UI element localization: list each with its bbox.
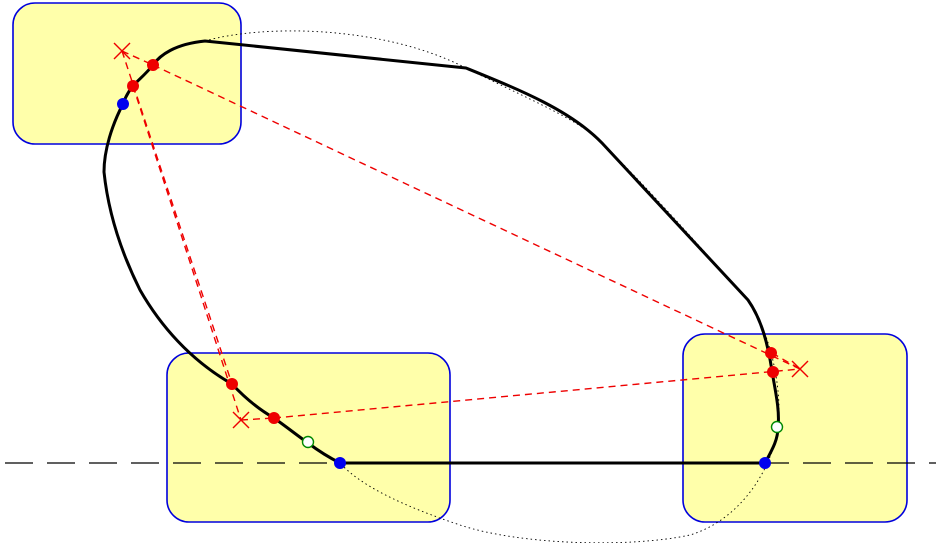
construction-line-4 [152, 64, 801, 370]
control-point [268, 412, 280, 424]
box-top-left [12, 2, 242, 145]
control-point [767, 366, 779, 378]
x-marker-icon [232, 411, 250, 429]
x-markers [113, 42, 809, 429]
x-marker-icon [791, 360, 809, 378]
endpoint [334, 457, 346, 469]
hollow-dot-icon [770, 420, 784, 434]
construction-line-7 [273, 368, 801, 419]
hollow-dot-icon [301, 435, 315, 449]
construction-line-2 [132, 85, 242, 421]
control-point [127, 80, 139, 92]
hollow-points [301, 420, 784, 449]
endpoint [117, 98, 129, 110]
control-point [765, 347, 777, 359]
endpoint [759, 457, 771, 469]
construction-line-5 [771, 352, 801, 370]
control-point [147, 59, 159, 71]
construction-line-1 [121, 50, 233, 385]
x-marker-icon [113, 42, 131, 60]
endpoints [117, 98, 771, 469]
box-bottom-right [682, 333, 908, 523]
control-point [226, 378, 238, 390]
control-points [127, 59, 779, 424]
